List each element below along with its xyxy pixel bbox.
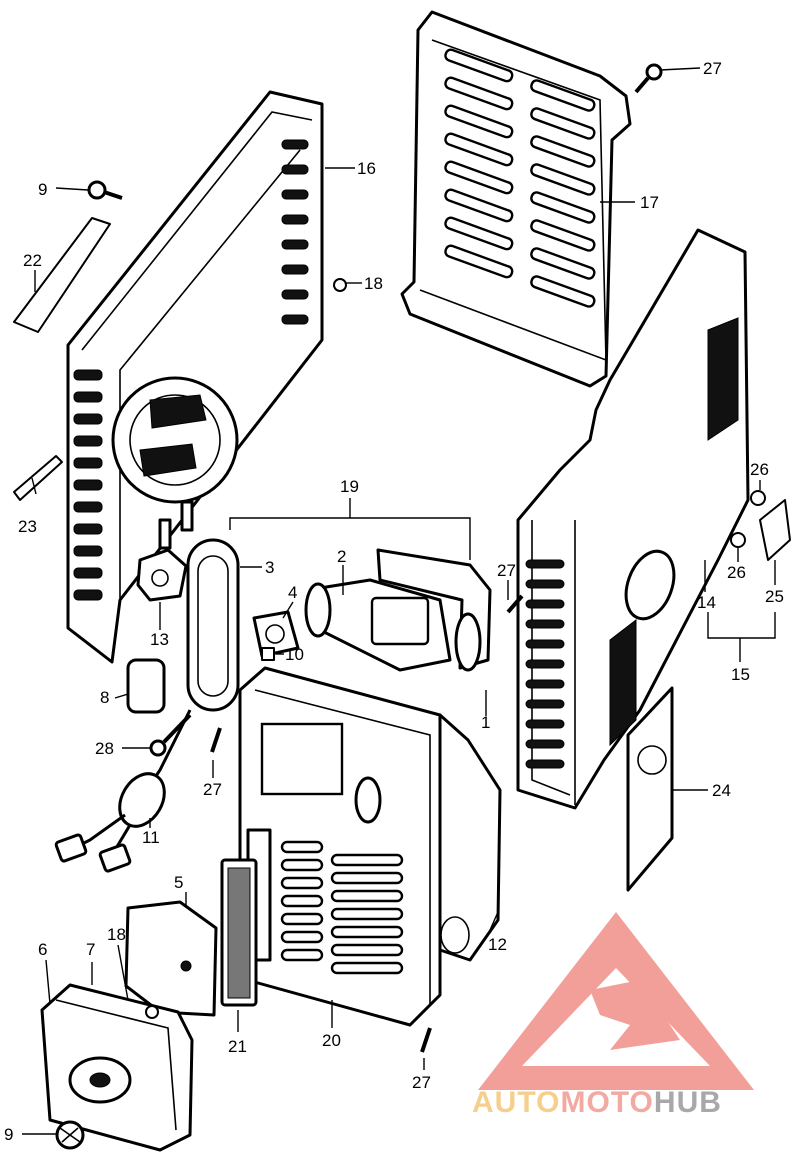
svg-text:AUTOMOTOHUB: AUTOMOTOHUB [472, 1086, 722, 1119]
part-4-gasket [252, 610, 300, 658]
label-27-top: 27 [703, 59, 722, 78]
leader-lines [22, 67, 776, 1135]
label-24: 24 [712, 781, 731, 800]
label-26-b: 26 [727, 563, 746, 582]
label-21: 21 [228, 1037, 247, 1056]
part-9-screw-bottom [55, 1120, 85, 1150]
part-9-screw-top [87, 180, 123, 200]
label-25: 25 [765, 587, 784, 606]
part-14-right-cover [516, 228, 750, 810]
part-2-gasket [304, 582, 332, 638]
right-cover-vents [525, 559, 565, 769]
part-26-grommet-a [750, 490, 766, 506]
part-27-bolt-bottom [420, 1027, 432, 1053]
left-cover-vents [73, 139, 309, 601]
bracket-stud-b [180, 500, 194, 532]
label-18-bottom: 18 [107, 925, 126, 944]
label-27-bottom: 27 [412, 1073, 431, 1092]
logo-text-moto: MOTO [560, 1086, 653, 1119]
label-20: 20 [322, 1031, 341, 1050]
label-14: 14 [697, 593, 716, 612]
part-26-grommet-b [730, 532, 746, 548]
front-panel-vents [280, 840, 404, 975]
label-26-a: 26 [750, 460, 769, 479]
label-22: 22 [23, 251, 42, 270]
label-1: 1 [481, 713, 490, 732]
label-23: 23 [18, 517, 37, 536]
label-12: 12 [488, 935, 507, 954]
muffler-inner [197, 555, 229, 697]
part-18-grommet-bottom [145, 1005, 159, 1019]
label-11: 11 [142, 828, 160, 847]
gasket-hole [265, 624, 285, 644]
callout-numbers: 9 22 23 16 18 27 17 19 3 2 4 27 10 13 8 … [4, 59, 784, 1144]
part-11-harness [54, 709, 192, 873]
element-hole [180, 960, 192, 972]
part-22-decal [13, 217, 111, 333]
bracket-hole [151, 569, 169, 587]
label-27-mid: 27 [497, 561, 516, 580]
logo-text-hub: HUB [654, 1086, 722, 1119]
label-3: 3 [265, 558, 274, 577]
automotohub-logo: AUTOMOTOHUB [472, 912, 754, 1119]
part-24-label-plate [626, 686, 674, 892]
part-20-front-panel [238, 666, 442, 1027]
part-8-cap [126, 658, 166, 714]
part-23-decal [13, 455, 63, 501]
part-27-bolt-left [210, 727, 222, 753]
part-1-pipe-end [454, 612, 482, 672]
label-17: 17 [640, 193, 659, 212]
part-17-top-grille [400, 10, 632, 388]
logo-text-auto: AUTO [472, 1086, 560, 1119]
part-16-left-cover [66, 90, 324, 664]
top-grille-vents [444, 48, 596, 308]
part-5-element [124, 900, 218, 1017]
label-4: 4 [288, 583, 297, 602]
part-6-7-air-cleaner [40, 983, 194, 1152]
label-8: 8 [100, 688, 109, 707]
label-13: 13 [150, 630, 169, 649]
logo-inner-mark [590, 980, 680, 1050]
filter-strip-core [227, 867, 251, 999]
part-18-grommet-top [333, 278, 347, 292]
part-27-bolt-mid [506, 594, 524, 614]
part-13-bracket [136, 548, 188, 602]
intake-duct-opening [370, 596, 430, 646]
label-10: 10 [285, 645, 304, 664]
label-plate-circle [637, 745, 667, 775]
label-28: 28 [95, 739, 114, 758]
label-6: 6 [38, 940, 47, 959]
part-25-plate [759, 499, 791, 561]
part-12-rear-housing [438, 713, 502, 962]
label-9-bottom: 9 [4, 1125, 13, 1144]
label-7: 7 [86, 940, 95, 959]
part-27-bolt-top [634, 63, 663, 94]
label-16: 16 [357, 159, 376, 178]
part-3-muffler [186, 538, 240, 712]
label-5: 5 [174, 873, 183, 892]
part-10-clip [261, 647, 275, 661]
label-27-left: 27 [203, 780, 222, 799]
logo-triangle-mark [478, 912, 754, 1090]
label-15: 15 [731, 665, 750, 684]
label-2: 2 [337, 547, 346, 566]
label-19: 19 [340, 477, 359, 496]
rear-housing-hole [440, 916, 470, 954]
label-9-top: 9 [38, 180, 47, 199]
bracket-stud-a [158, 518, 172, 550]
label-18-top: 18 [364, 274, 383, 293]
